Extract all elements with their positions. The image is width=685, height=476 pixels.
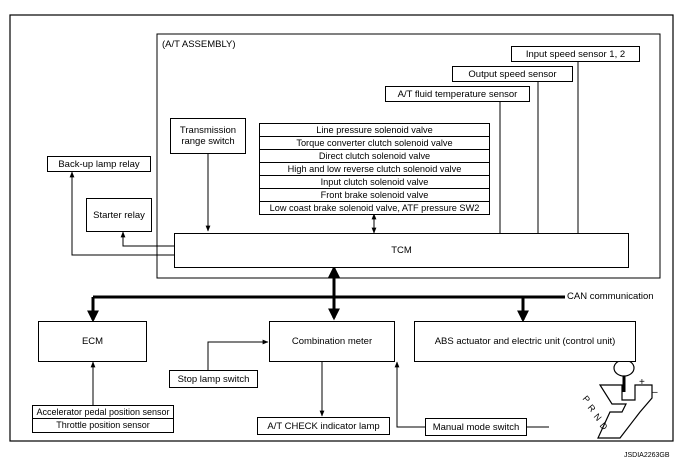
solenoid-row: Front brake solenoid valve [260, 189, 489, 202]
transmission-range-switch: Transmission range switch [170, 118, 246, 154]
accel-pedal-sensor: Accelerator pedal position sensor [32, 405, 174, 419]
shift-minus-sign: – [652, 387, 658, 398]
solenoid-row: Torque converter clutch solenoid valve [260, 137, 489, 150]
tcm: TCM [174, 233, 629, 268]
stop-lamp-line [207, 339, 269, 370]
solenoid-row: Low coast brake solenoid valve, ATF pres… [269, 203, 480, 213]
at-assembly-frame [156, 33, 661, 279]
figure-code: JSDIA2263GB [624, 452, 670, 459]
backup-lamp-relay: Back-up lamp relay [47, 156, 151, 172]
solenoid-row: Direct clutch solenoid valve [260, 150, 489, 163]
ecm: ECM [38, 321, 147, 362]
manual-mode-line [394, 361, 425, 428]
starter-relay-line [120, 231, 174, 247]
manual-mode-switch: Manual mode switch [425, 418, 527, 436]
solenoid-row: Input clutch solenoid valve [260, 176, 489, 189]
throttle-position-sensor: Throttle position sensor [32, 418, 174, 433]
output-speed-sensor: Output speed sensor [452, 66, 573, 82]
backup-lamp-line [69, 171, 174, 256]
solenoid-stack: Line pressure solenoid valve Torque conv… [259, 123, 490, 215]
solenoid-row: Line pressure solenoid valve [260, 124, 489, 137]
input-speed-sensor: Input speed sensor 1, 2 [511, 46, 640, 62]
combination-meter: Combination meter [269, 321, 395, 362]
starter-relay: Starter relay [86, 198, 152, 232]
at-check-indicator-lamp: A/T CHECK indicator lamp [257, 417, 390, 435]
can-communication-label: CAN communication [567, 291, 654, 302]
stop-lamp-switch: Stop lamp switch [169, 370, 258, 388]
shift-plus-sign: + [639, 377, 645, 388]
abs-actuator-unit: ABS actuator and electric unit (control … [414, 321, 636, 362]
at-assembly-label: (A/T ASSEMBLY) [162, 39, 236, 50]
solenoid-row: High and low reverse clutch solenoid val… [260, 163, 489, 176]
outer-frame [9, 14, 674, 442]
fluid-temp-sensor: A/T fluid temperature sensor [385, 86, 530, 102]
